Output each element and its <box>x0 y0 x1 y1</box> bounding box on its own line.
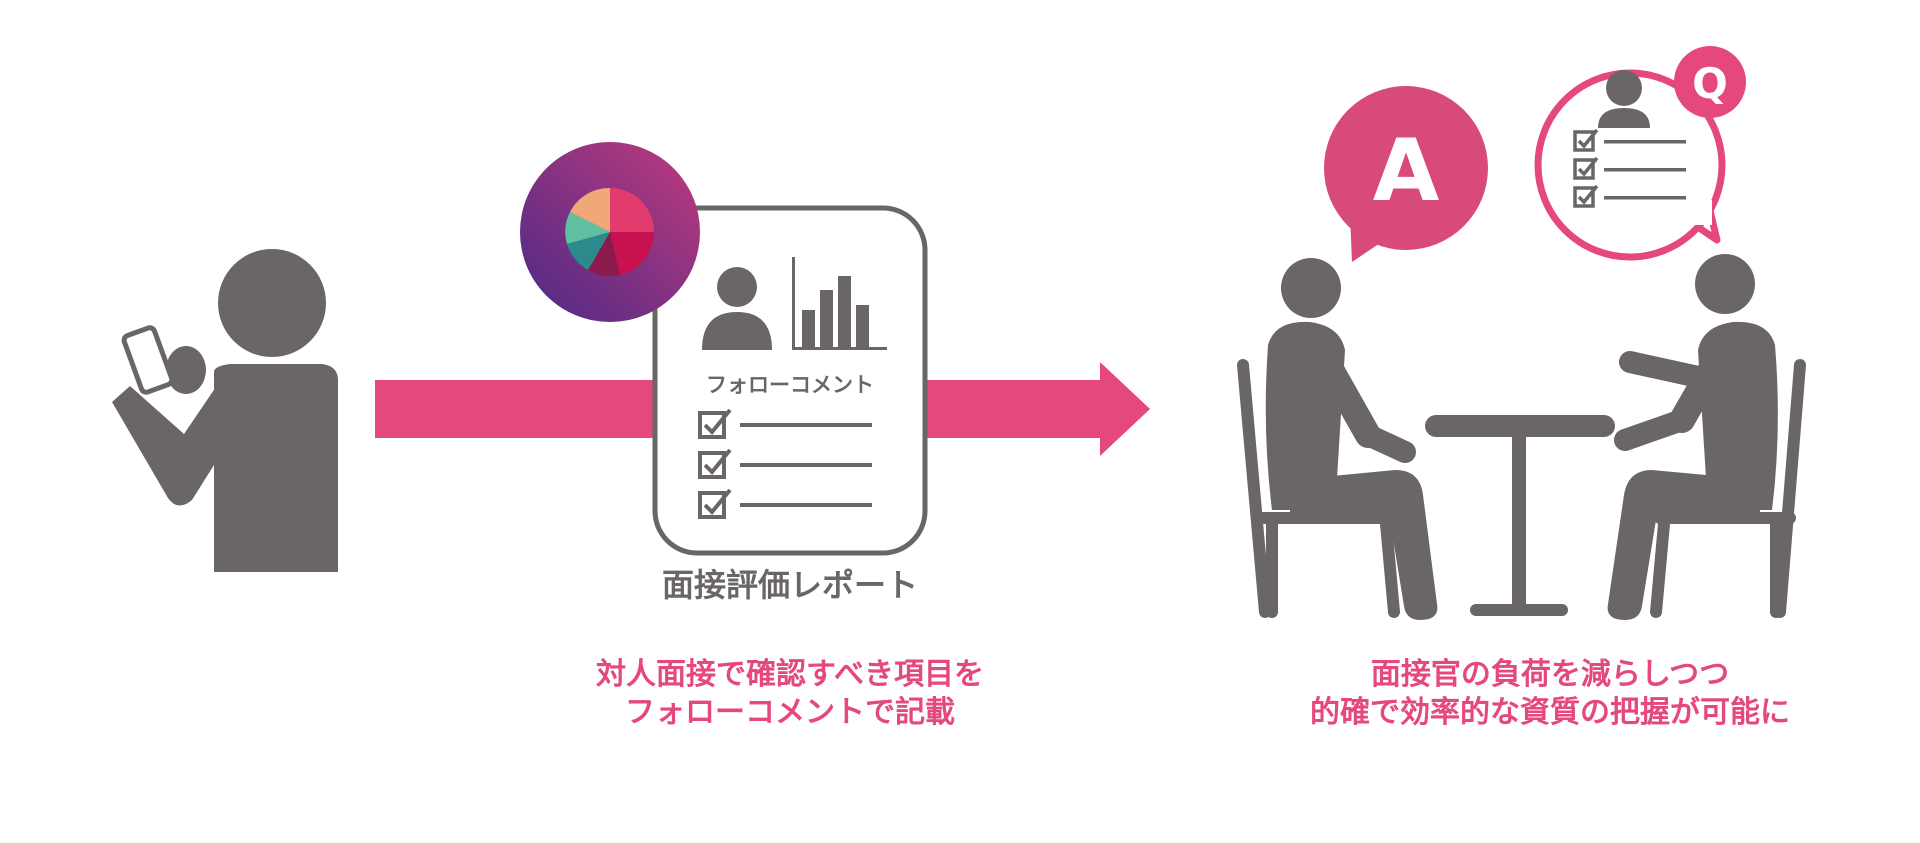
right-caption-line2: 的確で効率的な資質の把握が可能に <box>1310 695 1790 730</box>
left-chair <box>1237 359 1400 618</box>
interview-scene-icon <box>1237 254 1806 620</box>
left-caption: 対人面接で確認すべき項目を フォローコメントで記載 <box>520 656 1060 732</box>
left-interviewer <box>1265 258 1438 620</box>
report-card-title: フォローコメント <box>706 373 874 397</box>
right-candidate <box>1607 254 1778 620</box>
left-caption-line1: 対人面接で確認すべき項目を <box>596 657 984 692</box>
checklist-icon <box>698 408 872 519</box>
right-caption: 面接官の負荷を減らしつつ 的確で効率的な資質の把握が可能に <box>1240 656 1860 732</box>
report-caption: 面接評価レポート <box>662 566 918 604</box>
pie-chart-logo-icon <box>520 142 700 322</box>
speech-bubble-a-icon: A <box>1324 86 1488 262</box>
left-caption-line2: フォローコメントで記載 <box>625 695 955 730</box>
answer-letter: A <box>1373 121 1440 221</box>
table <box>1425 415 1615 616</box>
person-with-smartphone-icon <box>112 249 338 572</box>
report-document-icon: フォローコメント <box>652 205 928 556</box>
question-person-icon <box>1598 70 1650 128</box>
bar-chart-icon <box>792 257 887 350</box>
speech-bubble-q-icon: Q <box>1534 46 1746 261</box>
question-letter: Q <box>1692 59 1728 108</box>
right-caption-line1: 面接官の負荷を減らしつつ <box>1370 657 1730 692</box>
report-person-icon <box>702 267 772 350</box>
question-checklist-icon <box>1573 128 1686 208</box>
